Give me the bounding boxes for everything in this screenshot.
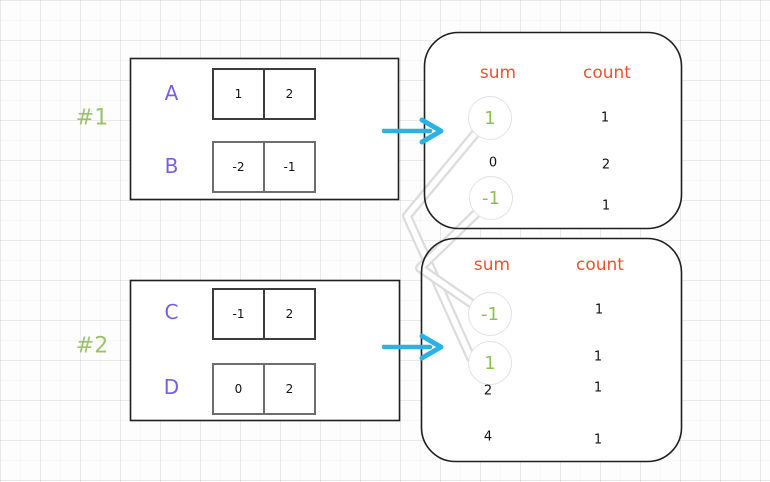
flow-arrow-1-icon [381, 117, 444, 145]
table-2-sum-header: sum [473, 255, 511, 275]
result-table-1-box-fill [424, 32, 682, 229]
array-d-cell-1: 2 [263, 363, 316, 415]
table-2-sum-highlighted: 1 [468, 341, 512, 385]
table-2-count-value: 1 [593, 380, 603, 396]
array-d-cell-0: 0 [212, 363, 265, 415]
group-2-box-border [129, 279, 401, 422]
array-a-cell-1: 2 [263, 68, 316, 120]
table-1-sum-header: sum [479, 63, 517, 83]
flow-arrow-2-icon [381, 333, 444, 361]
group-2-tag: #2 [75, 333, 109, 359]
array-a: 1 2 [212, 68, 316, 120]
table-2-count-value: 1 [594, 302, 604, 318]
result-table-2-box-fill [421, 238, 682, 462]
table-1-count-header: count [583, 63, 631, 83]
table-1-sum-highlighted: 1 [468, 96, 512, 140]
connector-line-sum-minus-1 [415, 199, 491, 313]
table-1-count-value: 2 [601, 157, 611, 173]
table-1-count-value: 1 [601, 198, 611, 214]
array-d: 0 2 [212, 363, 316, 415]
array-c: -1 2 [212, 288, 316, 340]
row-label-c: C [164, 300, 180, 324]
row-label-b: B [164, 154, 180, 178]
table-2-count-value: 1 [593, 349, 603, 365]
table-1-sum-highlighted: -1 [469, 176, 513, 220]
connector-line-sum-1 [402, 117, 490, 363]
array-c-cell-0: -1 [212, 288, 265, 340]
table-2-count-header: count [576, 255, 624, 275]
row-label-d: D [163, 375, 181, 399]
table-1-count-value: 1 [600, 110, 610, 126]
table-2-count-value: 1 [593, 432, 603, 448]
table-1-sum-value: 0 [488, 155, 498, 171]
row-label-a: A [164, 81, 180, 105]
array-b-cell-1: -1 [263, 141, 316, 193]
array-a-cell-0: 1 [212, 68, 265, 120]
array-c-cell-1: 2 [263, 288, 316, 340]
table-2-sum-value: 4 [483, 429, 493, 445]
result-table-2-box-border [420, 237, 683, 463]
table-2-sum-highlighted: -1 [468, 292, 512, 336]
array-b: -2 -1 [212, 141, 316, 193]
group-1-tag: #1 [75, 105, 109, 131]
table-2-sum-value: 2 [483, 383, 493, 399]
array-b-cell-0: -2 [212, 141, 265, 193]
